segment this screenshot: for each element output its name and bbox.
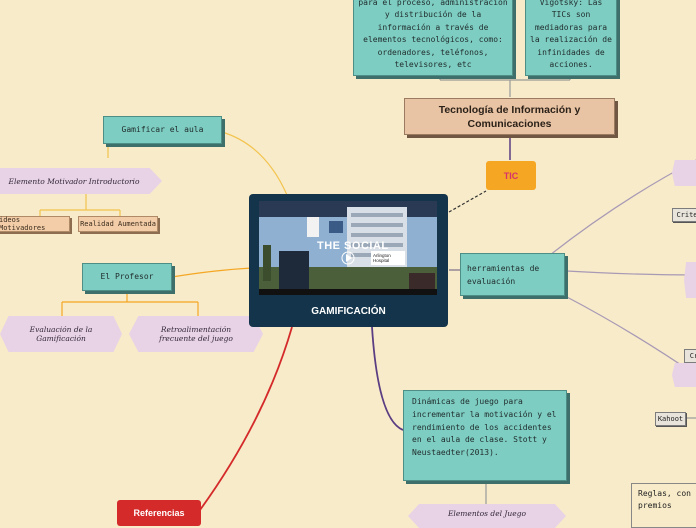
vigotsky-text: Vigotsky: Las TICs son mediadoras para l…: [530, 0, 612, 69]
retro-label: Retroalimentación frecuente del juego: [159, 325, 233, 343]
herramientas-node[interactable]: herramientas de evaluación: [460, 253, 565, 296]
realidad-node[interactable]: Realidad Aumentada: [78, 216, 158, 232]
right-lavender-3[interactable]: [672, 363, 696, 387]
videos-node[interactable]: ideos Motivadores: [0, 216, 70, 232]
tic-definition-box: para el proceso, administración y distri…: [353, 0, 513, 76]
tecnologia-node[interactable]: Tecnología de Información y Comunicacion…: [404, 98, 615, 135]
video-scene: [259, 201, 437, 295]
referencias-node[interactable]: Referencias: [117, 500, 201, 526]
crite-label-1: Crite: [676, 211, 696, 219]
reglas-node[interactable]: Reglas, con premios: [631, 483, 696, 528]
center-node[interactable]: THE SOCIAL Arlington Hospital GAMIFICACI…: [249, 194, 448, 327]
line-profesor-children: [61, 289, 199, 316]
line-dinamicas: [371, 326, 404, 431]
motivador-node[interactable]: Elemento Motivador Introductorio: [0, 168, 162, 194]
realidad-label: Realidad Aumentada: [80, 220, 156, 228]
retro-node[interactable]: Retroalimentación frecuente del juego: [129, 316, 263, 352]
kahoot-node[interactable]: Kahoot: [655, 412, 686, 426]
gamificar-label: Gamificar el aula: [121, 124, 204, 134]
line-motivador-children: [39, 194, 121, 216]
herramientas-label: herramientas de evaluación: [467, 264, 540, 286]
video-overlay-title: THE SOCIAL: [317, 240, 389, 252]
video-thumbnail[interactable]: THE SOCIAL Arlington Hospital: [259, 201, 437, 295]
referencias-label: Referencias: [133, 508, 185, 518]
tic-node[interactable]: TIC: [486, 161, 536, 190]
crite-label-2: Cr: [689, 352, 696, 360]
line-herr-2: [549, 269, 696, 276]
line-tecnologia-boxes: [439, 76, 571, 97]
tecnologia-label: Tecnología de Información y Comunicacion…: [438, 103, 581, 130]
gamificar-node[interactable]: Gamificar el aula: [103, 116, 222, 144]
line-profesor: [171, 267, 253, 278]
elementos-label: Elementos del Juego: [447, 509, 527, 518]
evaluacion-label: Evaluación de la Gamificación: [29, 325, 93, 343]
center-title: GAMIFICACIÓN: [311, 305, 386, 317]
vigotsky-box: Vigotsky: Las TICs son mediadoras para l…: [525, 0, 617, 76]
right-lavender-2[interactable]: [684, 262, 696, 298]
evaluacion-node[interactable]: Evaluación de la Gamificación: [0, 316, 122, 352]
profesor-node[interactable]: El Profesor: [82, 263, 172, 291]
reglas-text: Reglas, con premios: [638, 489, 691, 510]
crite-node-2[interactable]: Cr: [684, 349, 696, 363]
tic-label: TIC: [503, 170, 519, 181]
videos-label: ideos Motivadores: [0, 216, 46, 232]
hospital-sign: Arlington Hospital: [371, 251, 405, 265]
elementos-node[interactable]: Elementos del Juego: [408, 504, 566, 528]
dinamicas-node[interactable]: Dinámicas de juego para incrementar la m…: [403, 390, 567, 481]
line-motivador: [0, 143, 109, 171]
line-referencias: [199, 326, 293, 511]
line-tic: [448, 190, 487, 213]
right-lavender-1[interactable]: [672, 160, 696, 186]
tic-definition-text: para el proceso, administración y distri…: [358, 0, 508, 69]
dinamicas-text: Dinámicas de juego para incrementar la m…: [412, 397, 557, 458]
motivador-label: Elemento Motivador Introductorio: [8, 176, 140, 186]
profesor-label: El Profesor: [100, 271, 154, 281]
crite-node-1[interactable]: Crite: [672, 208, 696, 222]
kahoot-label: Kahoot: [657, 415, 684, 423]
line-gamificar: [221, 131, 288, 196]
